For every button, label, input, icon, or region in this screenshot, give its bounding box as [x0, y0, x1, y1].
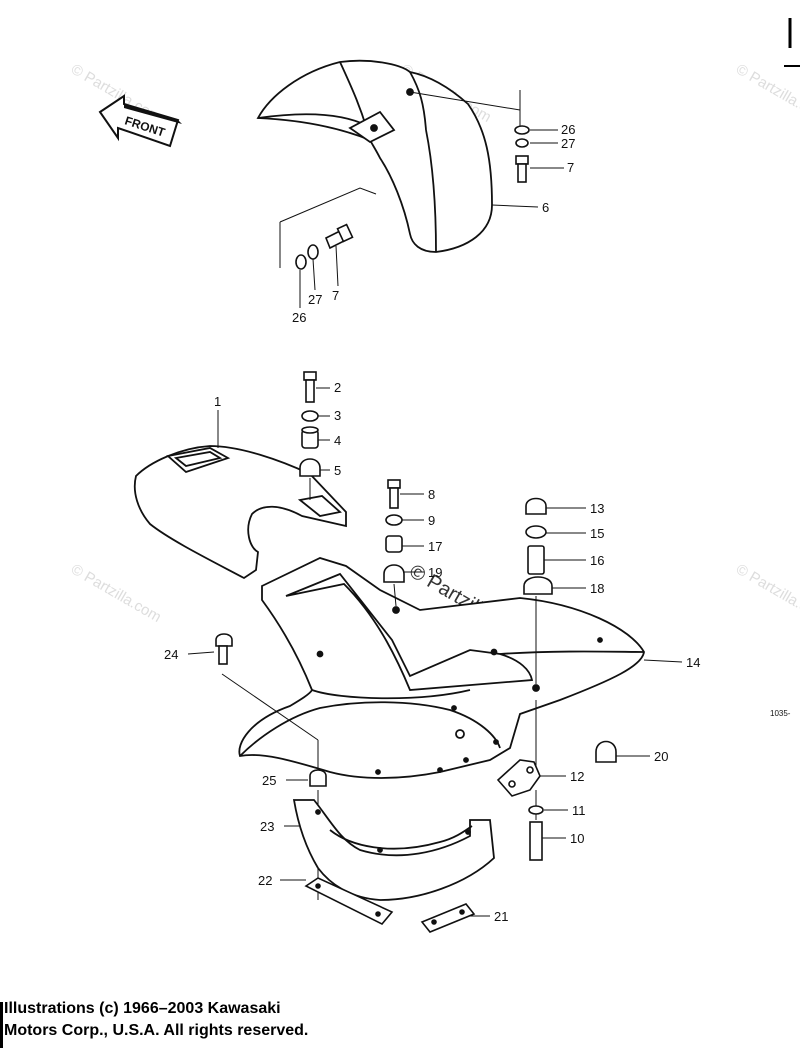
washer-26-icon	[295, 254, 307, 270]
callouts-upper: 26 27 7 6 27 7 26	[292, 122, 575, 325]
callout-10: 10	[570, 831, 584, 846]
callout-27: 27	[308, 292, 322, 307]
watermark-text: © Partzilla.com	[733, 561, 800, 626]
screw-24-icon	[215, 633, 233, 647]
callout-7: 7	[567, 160, 574, 175]
grommet-20-icon	[595, 740, 617, 763]
collar-17-icon	[385, 535, 403, 553]
watermark-text: © Partzilla.com	[68, 561, 164, 626]
callout-27: 27	[561, 136, 575, 151]
callout-3: 3	[334, 408, 341, 423]
callout-1: 1	[214, 394, 221, 409]
hardware-column-left	[299, 371, 321, 477]
bolt-2-shank-icon	[305, 379, 315, 403]
callout-26: 26	[561, 122, 575, 137]
hardware-column-right	[523, 497, 553, 595]
rear-fender-part-14	[238, 557, 645, 779]
callout-6: 6	[542, 200, 549, 215]
bolt-2-head-icon	[303, 371, 317, 381]
bolt-10-icon	[529, 821, 543, 861]
left-edge-bar	[0, 1002, 3, 1048]
bolt-8-head-icon	[387, 479, 401, 489]
copyright-notice: Illustrations (c) 1966–2003 Kawasaki Mot…	[4, 998, 464, 1042]
leaders-lower	[187, 387, 683, 917]
callout-21: 21	[494, 909, 508, 924]
callout-15: 15	[590, 526, 604, 541]
callout-12: 12	[570, 769, 584, 784]
callout-4: 4	[334, 433, 341, 448]
nut-9-icon	[385, 514, 403, 526]
grommet-19-icon	[383, 564, 405, 583]
hardware-column-middle	[383, 479, 405, 583]
cap-nut-13-icon	[525, 497, 547, 515]
callout-17: 17	[428, 539, 442, 554]
callout-5: 5	[334, 463, 341, 478]
callout-23: 23	[260, 819, 274, 834]
washer-15-icon	[525, 525, 547, 539]
copyright-line-1: Illustrations (c) 1966–2003 Kawasaki	[4, 1000, 281, 1017]
screw-24-shank-icon	[218, 645, 228, 665]
grommet-18-icon	[523, 576, 553, 595]
plate-part-21	[420, 903, 476, 933]
bolt-7-head-icon	[515, 155, 529, 165]
grommet-25-icon	[309, 769, 327, 787]
copyright-line-2: Motors Corp., U.S.A. All rights reserved…	[4, 1022, 309, 1039]
callout-11: 11	[572, 803, 586, 818]
bracket-12-icon	[496, 759, 541, 797]
callout-20: 20	[654, 749, 668, 764]
figure-code: 1035-	[770, 709, 791, 718]
assembly-lines-upper	[279, 90, 521, 268]
washer-26-icon	[514, 125, 530, 135]
leaders-upper	[299, 129, 564, 308]
callout-16: 16	[590, 553, 604, 568]
watermark-text: © Partzilla.com	[733, 61, 800, 126]
washer-11-icon	[528, 805, 544, 815]
callout-26: 26	[292, 310, 306, 325]
upper-hardware	[295, 125, 530, 270]
mud-guard-part-23	[292, 799, 495, 901]
callout-8: 8	[428, 487, 435, 502]
nut-3-icon	[301, 410, 319, 422]
lock-washer-27-icon	[307, 244, 319, 260]
callout-2: 2	[334, 380, 341, 395]
callout-13: 13	[590, 501, 604, 516]
collar-16-icon	[527, 545, 545, 575]
callout-18: 18	[590, 581, 604, 596]
callout-19: 19	[428, 565, 442, 580]
bolt-7-shank-icon	[517, 163, 527, 183]
grommet-5-icon	[299, 458, 321, 477]
callout-24: 24	[164, 647, 178, 662]
bolt-8-shank-icon	[389, 487, 399, 509]
lock-washer-27-icon	[515, 138, 529, 148]
callout-25: 25	[262, 773, 276, 788]
front-fender-part-6	[256, 59, 493, 253]
callout-7: 7	[332, 288, 339, 303]
plate-part-22	[304, 877, 394, 925]
rear-fender-cover-part-1	[133, 445, 347, 580]
callouts-lower: 1 2 3 4 5 8 9 17 19 13 15 16 18 14 24 20…	[164, 380, 700, 924]
front-arrow-icon: FRONT	[98, 94, 182, 148]
callout-22: 22	[258, 873, 272, 888]
callout-14: 14	[686, 655, 700, 670]
callout-9: 9	[428, 513, 435, 528]
